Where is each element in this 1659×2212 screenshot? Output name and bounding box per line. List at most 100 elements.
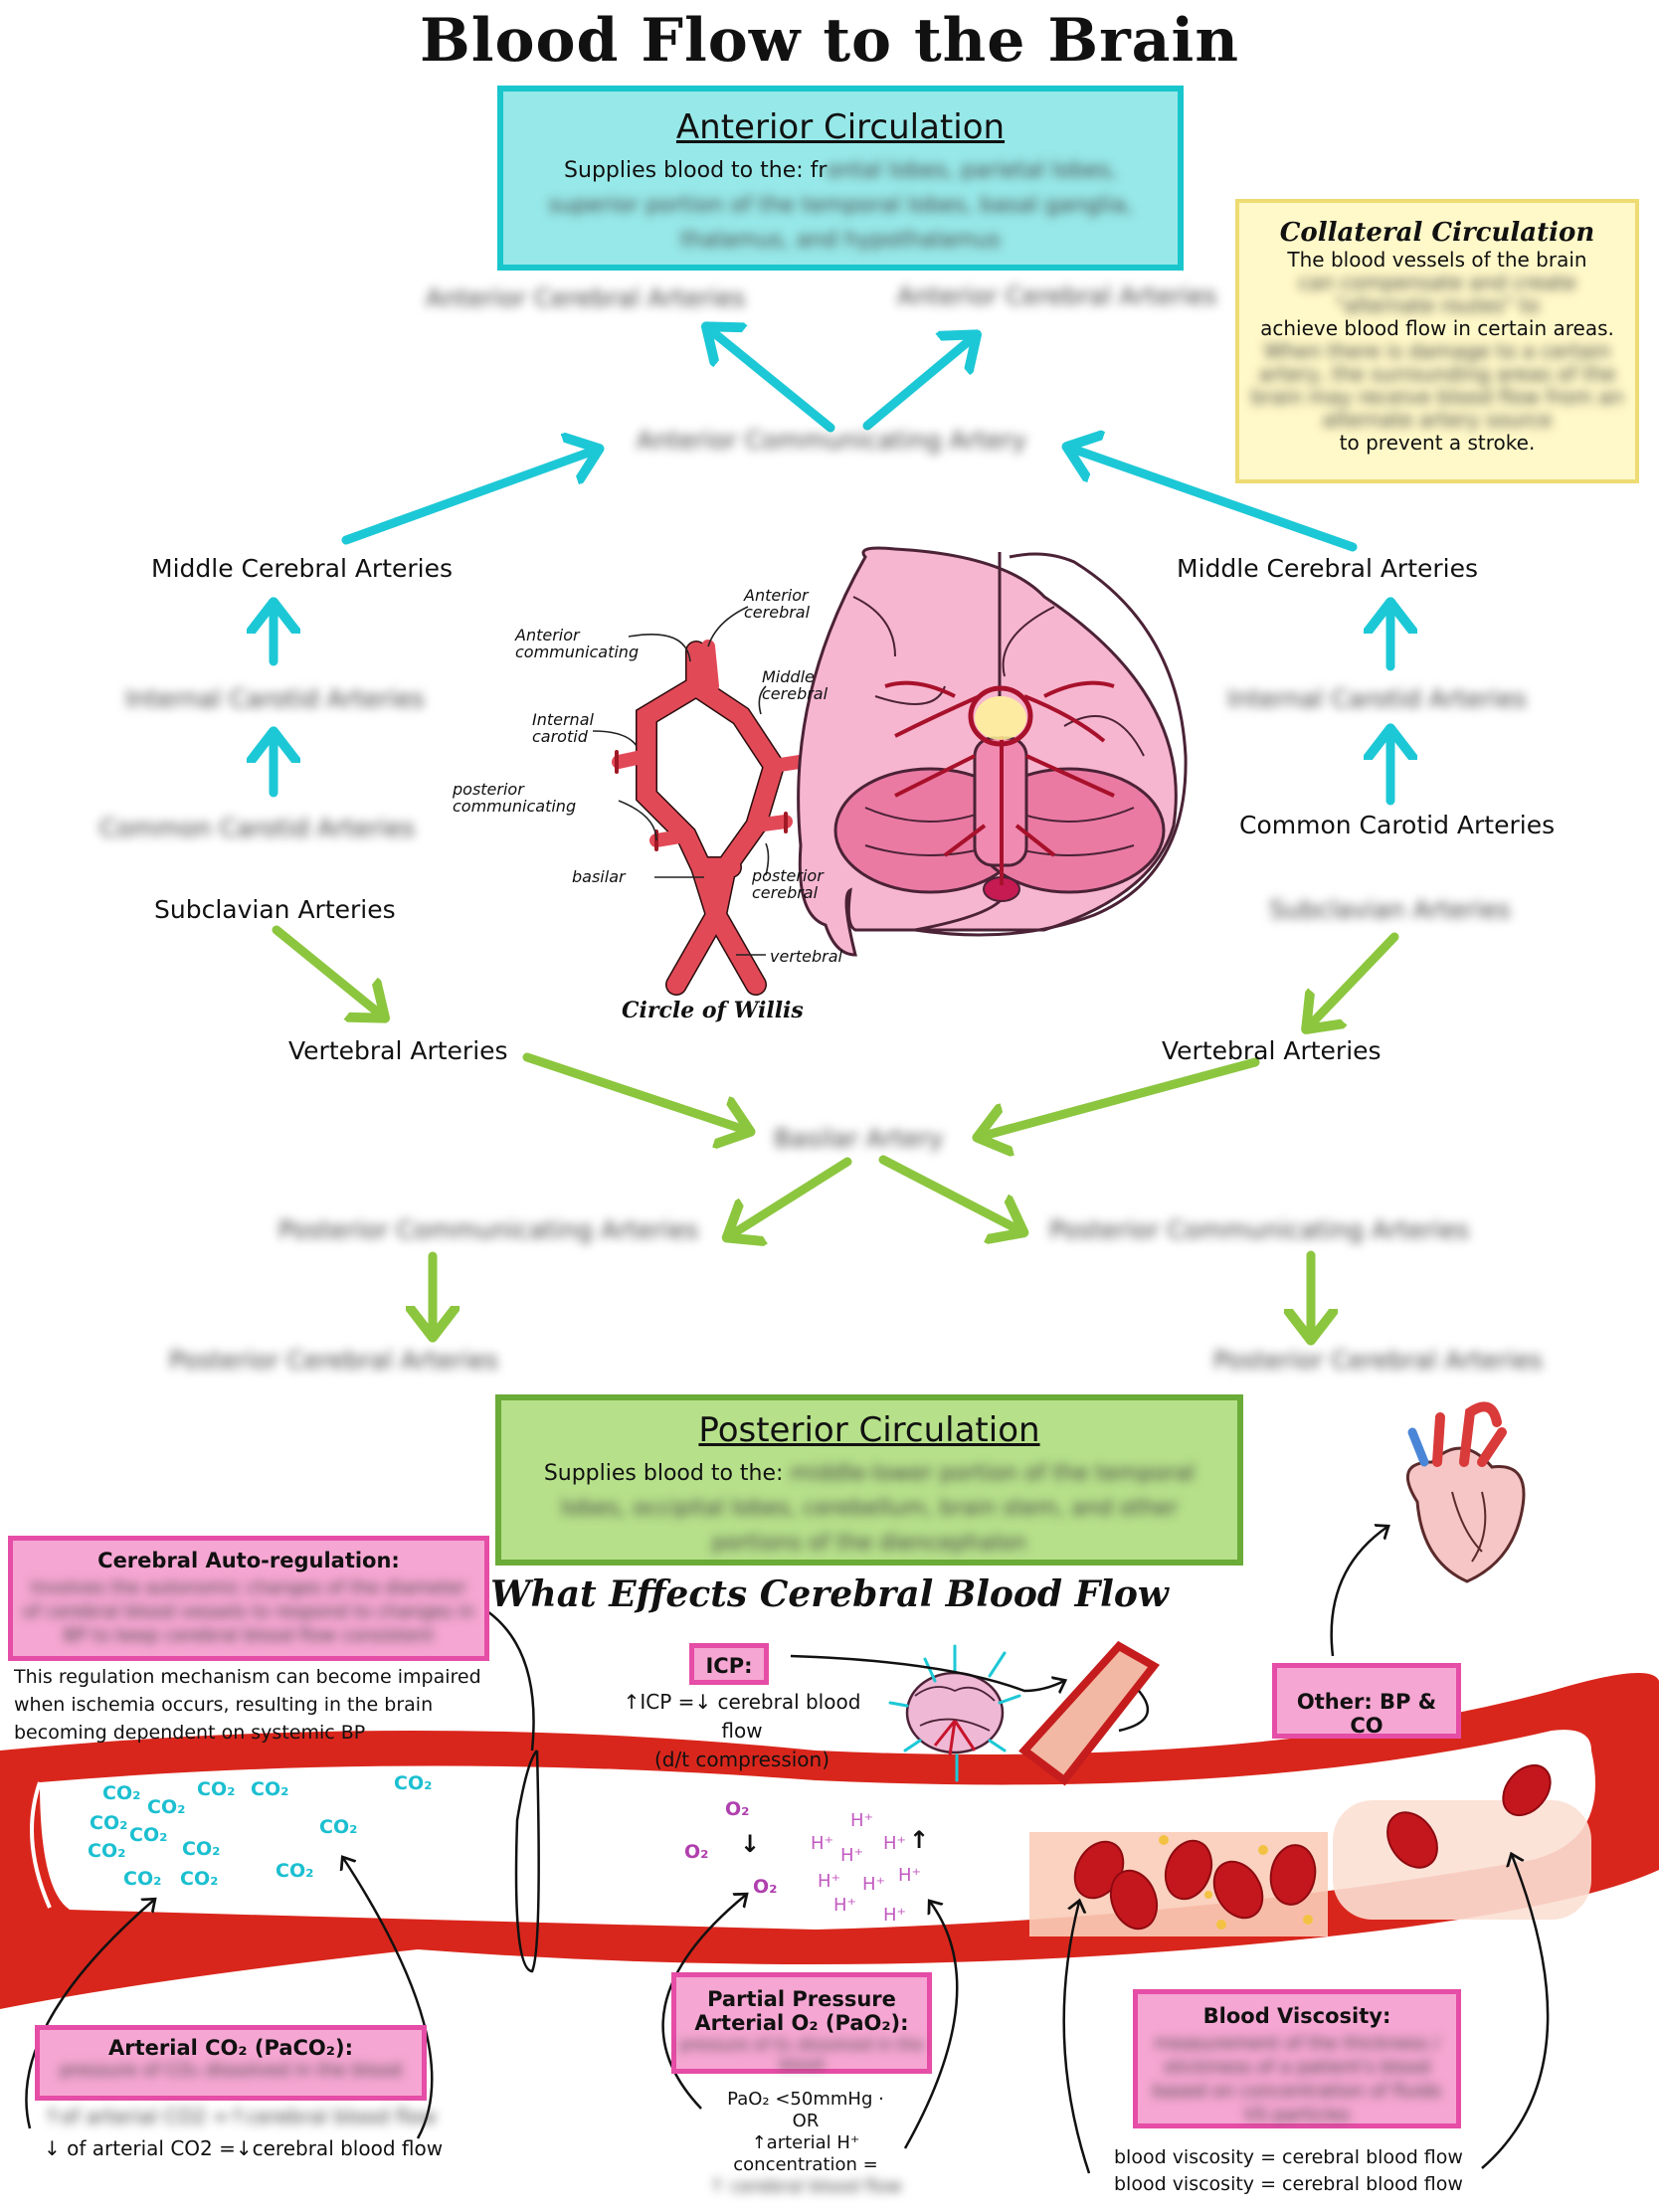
anterior-desc-blurred: ontal lobes, parietal lobes, superior po… (548, 158, 1133, 253)
posterior-desc-blurred: middle-lower portion of the temporal lob… (560, 1461, 1196, 1556)
paco2-box: Arterial CO₂ (PaCO₂): pressure of CO₂ di… (35, 2025, 427, 2101)
node-vertebral-left: Vertebral Arteries (288, 1036, 508, 1065)
pao2-line1: PaO₂ <50mmHg · (727, 2089, 884, 2110)
node-subclavian-right: Subclavian Arteries (1269, 895, 1511, 924)
node-middle-cerebral-left: Middle Cerebral Arteries (151, 554, 454, 583)
icp-title: ICP: (705, 1654, 753, 1678)
node-posterior-communicating-left: Posterior Communicating Arteries (278, 1215, 699, 1244)
viscosity-line2: blood viscosity = cerebral blood flow (1114, 2173, 1463, 2195)
co2-label: CO₂ (319, 1816, 358, 1838)
pao2-line4: concentration = (733, 2154, 878, 2175)
cyan-arrows (274, 328, 1390, 806)
collateral-line1: The blood vessels of the brain (1287, 248, 1587, 272)
h-ion-label: H⁺ (850, 1810, 874, 1831)
circle-of-willis-drawing (612, 640, 813, 996)
anterior-circulation-desc: Supplies blood to the: frontal lobes, pa… (521, 153, 1160, 258)
h-ion-label: H⁺ (898, 1865, 922, 1886)
other-title: Other: BP & CO (1296, 1690, 1437, 1738)
autoregulation-note: This regulation mechanism can become imp… (14, 1666, 481, 1744)
collateral-line2: achieve blood flow in certain areas. (1260, 316, 1614, 340)
icp-line2: (d/t compression) (653, 1748, 830, 1771)
arrow-mid-left-to-comm (341, 450, 597, 545)
pao2-text: PaO₂ <50mmHg · OR ↑arterial H⁺ concentra… (686, 2089, 925, 2198)
green-arrows (272, 925, 1399, 1338)
other-box: Other: BP & CO (1272, 1663, 1461, 1739)
icp-line1: ↑ICP =↓ cerebral blood flow (623, 1690, 861, 1743)
heart-illustration (1406, 1401, 1526, 1583)
node-vertebral-right: Vertebral Arteries (1162, 1036, 1382, 1065)
viscosity-text: blood viscosity = cerebral blood flow bl… (1114, 2144, 1463, 2198)
co2-label: CO₂ (197, 1778, 236, 1800)
co2-label: CO₂ (102, 1782, 141, 1804)
autoregulation-title: Cerebral Auto-regulation: (97, 1549, 400, 1572)
effects-title: What Effects Cerebral Blood Flow (490, 1573, 1169, 1615)
autoregulation-box: Cerebral Auto-regulation: Involves the a… (8, 1536, 489, 1661)
cow-leader-lines (592, 606, 770, 956)
anterior-desc-visible: Supplies blood to the: fr (564, 158, 827, 183)
icp-text: ↑ICP =↓ cerebral blood flow (d/t compres… (603, 1688, 881, 1774)
brain-illustration (797, 546, 1188, 957)
co2-label: CO₂ (182, 1838, 221, 1860)
paco2-blurred: pressure of CO₂ dissolved in the blood (60, 2060, 402, 2081)
collateral-line3: to prevent a stroke. (1339, 431, 1536, 455)
cow-label-internal-carotid: Internal carotid (532, 710, 594, 746)
cow-label-vertebral: vertebral (770, 947, 842, 966)
arrow-vert-right-to-basilar (980, 1057, 1260, 1137)
node-posterior-cerebral-left: Posterior Cerebral Arteries (169, 1346, 498, 1375)
co2-label: CO₂ (251, 1778, 289, 1800)
pao2-blurred: pressure of O₂ dissolved in the blood (679, 2035, 924, 2074)
o2-label: O₂ (725, 1798, 750, 1820)
paco2-line-blur: ↑of arterial CO2 =↑cerebral blood flow (44, 2103, 437, 2131)
cow-label-anterior-cerebral: Anterior cerebral (744, 586, 811, 622)
co2-label: CO₂ (88, 1840, 126, 1862)
viscosity-line1: blood viscosity = cerebral blood flow (1114, 2146, 1463, 2168)
arrow-to-ant-cereb-left (708, 328, 835, 433)
collateral-blur2: When there is damage to a certain artery… (1250, 339, 1624, 432)
page-title: Blood Flow to the Brain (420, 6, 1239, 76)
node-posterior-cerebral-right: Posterior Cerebral Arteries (1213, 1346, 1543, 1375)
node-internal-carotid-left: Internal Carotid Arteries (125, 684, 425, 713)
co2-label: CO₂ (123, 1868, 162, 1890)
paco2-title: Arterial CO₂ (PaCO₂): (108, 2036, 353, 2060)
node-anterior-communicating: Anterior Communicating Artery (637, 426, 1027, 455)
viscosity-title: Blood Viscosity: (1202, 2004, 1391, 2028)
cow-label-basilar: basilar (572, 867, 626, 886)
arrow-basilar-to-postcomm-left (729, 1157, 852, 1236)
callout-arrows (25, 1527, 1550, 2174)
co2-label: CO₂ (180, 1868, 219, 1890)
co2-label: CO₂ (90, 1812, 128, 1834)
paco2-line1: ↑of arterial CO2 =↑cerebral blood flow (44, 2105, 437, 2128)
arrow-basilar-to-postcomm-right (878, 1155, 1021, 1231)
posterior-circulation-heading: Posterior Circulation (698, 1410, 1040, 1450)
h-ion-label: H⁺ (883, 1905, 907, 1926)
anterior-circulation-heading: Anterior Circulation (675, 107, 1006, 147)
pao2-box: Partial Pressure Arterial O₂ (PaO₂): pre… (671, 1972, 932, 2074)
h-ion-label: H⁺ (862, 1874, 886, 1895)
h-ion-label: H⁺ (811, 1833, 834, 1854)
node-common-carotid-left: Common Carotid Arteries (99, 814, 416, 842)
node-posterior-communicating-right: Posterior Communicating Arteries (1049, 1215, 1470, 1244)
anterior-circulation-box: Anterior Circulation Supplies blood to t… (497, 86, 1184, 271)
pao2-title: Partial Pressure Arterial O₂ (PaO₂): (694, 1987, 909, 2035)
node-basilar: Basilar Artery (774, 1124, 944, 1153)
co2-label: CO₂ (129, 1824, 168, 1846)
h-up-arrow: ↑ (909, 1826, 930, 1854)
o2-label: O₂ (753, 1876, 778, 1898)
collateral-title: Collateral Circulation (1279, 218, 1595, 248)
h-ion-label: H⁺ (883, 1833, 907, 1854)
circle-of-willis-caption: Circle of Willis (622, 998, 804, 1023)
co2-label: CO₂ (147, 1796, 186, 1818)
arrow-subcl-left-to-vert (272, 925, 383, 1016)
posterior-circulation-box: Posterior Circulation Supplies blood to … (495, 1394, 1243, 1566)
node-anterior-cerebral-left: Anterior Cerebral Arteries (426, 283, 746, 312)
node-subclavian-left: Subclavian Arteries (154, 895, 396, 924)
h-ion-label: H⁺ (818, 1871, 841, 1892)
icp-box: ICP: (689, 1643, 769, 1685)
autoregulation-blurred: Involves the autonomic changes of the di… (23, 1577, 474, 1646)
blood-vessel (0, 1673, 1659, 2009)
node-anterior-cerebral-right: Anterior Cerebral Arteries (897, 281, 1217, 310)
posterior-desc-visible: Supplies blood to the: (543, 1461, 784, 1486)
cow-label-posterior-cerebral: posterior cerebral (752, 866, 824, 902)
pao2-line-blur: ↑ cerebral blood flow (709, 2176, 902, 2197)
